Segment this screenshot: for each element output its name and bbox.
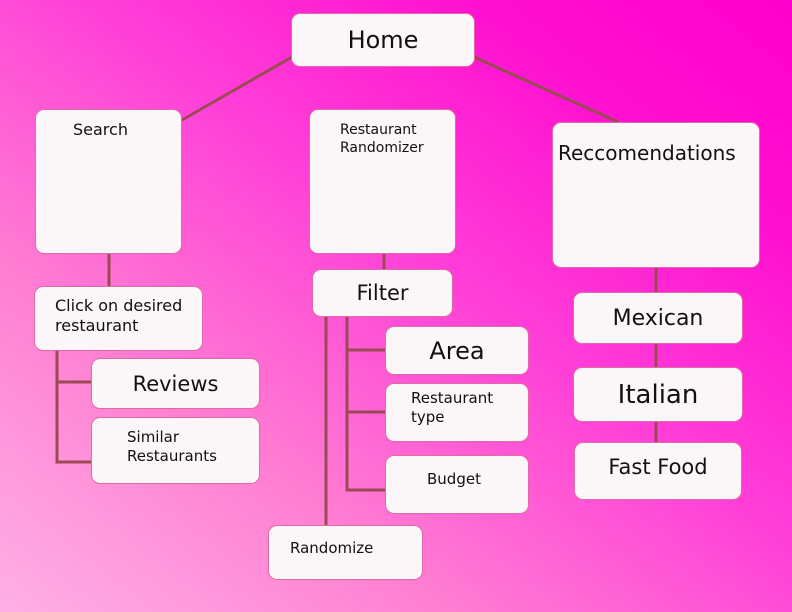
node-restaurant-type-label: Restaurant type <box>411 389 494 426</box>
node-randomizer-label: Restaurant Randomizer <box>340 122 424 156</box>
node-recommendations-label: Reccomendations <box>558 141 736 165</box>
node-filter: Filter <box>312 269 453 317</box>
node-area-label: Area <box>429 336 485 365</box>
node-search-label: Search <box>73 120 128 139</box>
node-similar-label: Similar Restaurants <box>127 428 217 465</box>
edge-filter-area <box>345 316 386 352</box>
node-home: Home <box>291 13 475 67</box>
node-mexican: Mexican <box>573 292 743 344</box>
node-budget: Budget <box>385 455 529 514</box>
node-fast-food-label: Fast Food <box>608 455 708 479</box>
node-filter-label: Filter <box>356 281 409 305</box>
node-fast-food: Fast Food <box>574 442 742 500</box>
node-italian: Italian <box>573 367 743 422</box>
node-budget-label: Budget <box>427 470 481 488</box>
node-area: Area <box>385 326 529 375</box>
edge-click-similar <box>55 382 91 464</box>
node-search: Search <box>35 109 182 254</box>
node-similar: Similar Restaurants <box>91 417 260 484</box>
node-randomizer: Restaurant Randomizer <box>309 109 456 254</box>
edge-home-search <box>181 55 293 122</box>
node-click-restaurant: Click on desired restaurant <box>34 286 203 351</box>
edge-filter-type <box>345 350 386 414</box>
edge-filter-budget <box>345 412 386 492</box>
edge-click-reviews <box>55 351 91 384</box>
node-click-restaurant-label: Click on desired restaurant <box>55 296 183 335</box>
node-recommendations: Reccomendations <box>552 122 760 268</box>
node-randomize: Randomize <box>268 525 423 580</box>
node-reviews: Reviews <box>91 358 260 409</box>
node-reviews-label: Reviews <box>132 371 219 396</box>
node-randomize-label: Randomize <box>290 539 374 557</box>
node-home-label: Home <box>347 26 419 54</box>
edge-home-recommendations <box>473 55 619 124</box>
node-restaurant-type: Restaurant type <box>385 383 529 442</box>
node-mexican-label: Mexican <box>612 305 704 331</box>
node-italian-label: Italian <box>617 379 699 410</box>
